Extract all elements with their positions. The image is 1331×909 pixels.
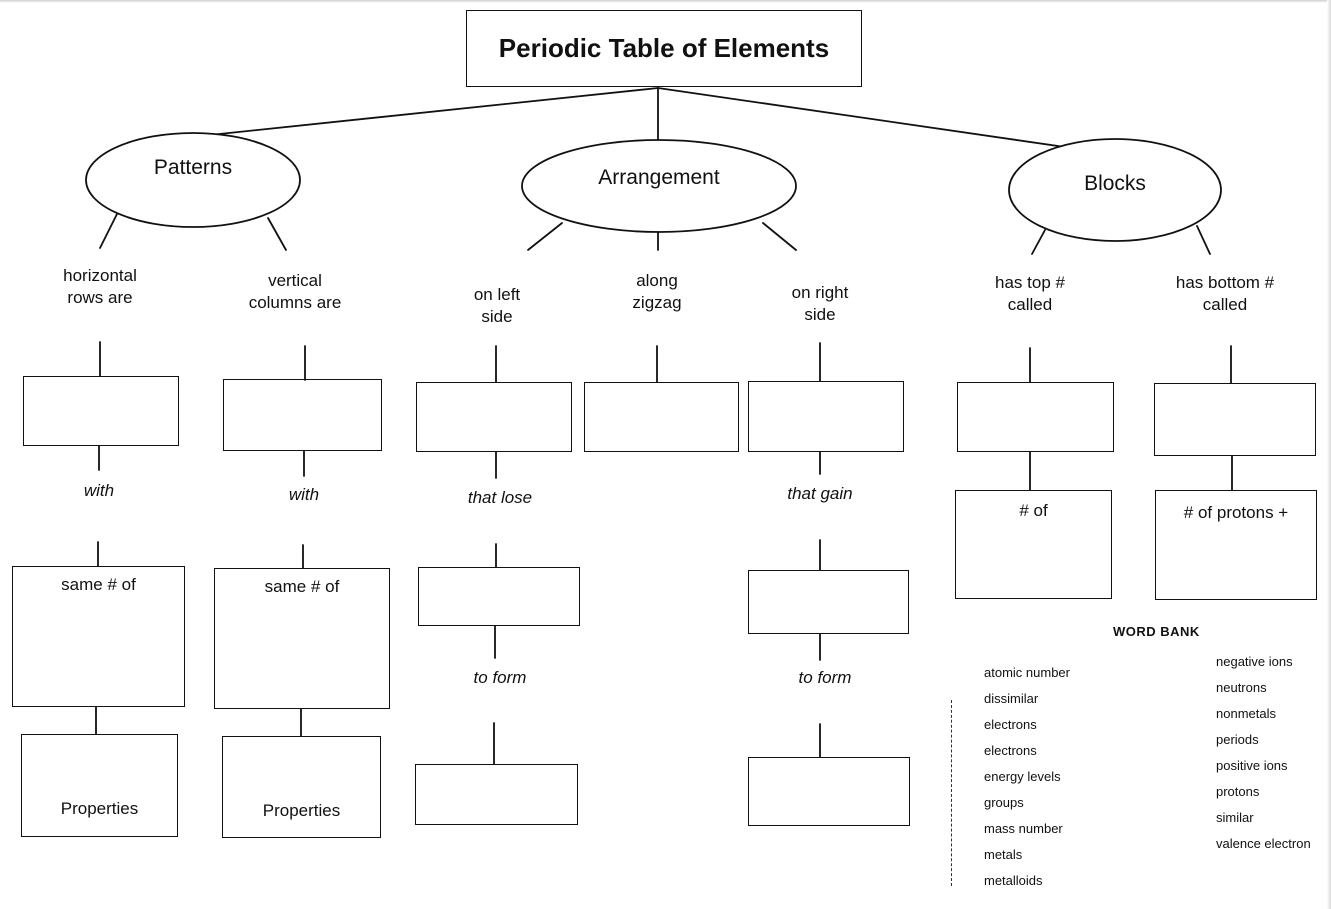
word-bank-term: electrons — [984, 717, 1037, 732]
answer-box-bottom-number[interactable] — [1154, 383, 1316, 456]
answer-box-num-of[interactable]: # of — [955, 490, 1112, 599]
word-bank-term: metals — [984, 847, 1023, 862]
connector-with-2: with — [288, 485, 320, 504]
word-bank-term: protons — [1216, 784, 1260, 799]
word-bank-divider — [951, 700, 952, 886]
branch-patterns: Patterns — [153, 156, 233, 179]
same-num-of-label: same # of — [264, 577, 340, 596]
word-bank-term: positive ions — [1216, 758, 1288, 773]
oval-patterns — [85, 132, 301, 228]
answer-box-left-side[interactable] — [416, 382, 572, 452]
prompt-zigzag: along zigzag — [632, 271, 682, 312]
word-bank-right-column: negative ions neutrons nonmetals periods pos… — [1216, 649, 1311, 857]
word-bank-term: dissimilar — [984, 691, 1039, 706]
properties-label: Properties — [60, 799, 139, 818]
word-bank-title: WORD BANK — [1113, 624, 1200, 639]
word-bank-term: mass number — [984, 821, 1063, 836]
word-bank-term: atomic number — [984, 665, 1070, 680]
word-bank-term: energy levels — [984, 769, 1061, 784]
word-bank-term: similar — [1216, 810, 1254, 825]
oval-blocks — [1008, 138, 1222, 242]
word-bank-term: negative ions — [1216, 654, 1293, 669]
answer-box-rows-name[interactable] — [23, 376, 179, 446]
connector-to-form-2: to form — [798, 668, 852, 687]
answer-box-gain[interactable] — [748, 570, 909, 634]
connector-with-1: with — [83, 481, 115, 500]
prompt-right-side: on right side — [791, 283, 849, 324]
answer-box-lose[interactable] — [418, 567, 580, 626]
num-protons-plus-label: # of protons + — [1183, 503, 1289, 522]
word-bank-term: electrons — [984, 743, 1037, 758]
prompt-left-side: on left side — [473, 285, 521, 326]
same-num-of-label: same # of — [61, 575, 136, 594]
answer-box-protons-plus[interactable]: # of protons + — [1155, 490, 1317, 600]
word-bank-term: nonmetals — [1216, 706, 1276, 721]
answer-box-rows-same-num[interactable]: same # of — [12, 566, 185, 707]
word-bank-term: valence electron — [1216, 836, 1311, 851]
word-bank-left-column: atomic number dissimilar electrons electron… — [984, 660, 1070, 894]
answer-box-right-side[interactable] — [748, 381, 904, 452]
answer-box-columns-name[interactable] — [223, 379, 382, 451]
prompt-vertical-columns: vertical columns are — [248, 271, 342, 312]
prompt-top-number: has top # called — [995, 273, 1065, 314]
answer-box-top-number[interactable] — [957, 382, 1114, 452]
prompt-bottom-number: has bottom # called — [1175, 273, 1275, 314]
connector-to-form-1: to form — [473, 668, 527, 687]
word-bank-term: metalloids — [984, 873, 1043, 888]
answer-box-columns-properties[interactable]: Properties — [222, 736, 381, 838]
page-title: Periodic Table of Elements — [466, 10, 862, 87]
prompt-horizontal-rows: horizontal rows are — [63, 266, 137, 307]
word-bank-term: neutrons — [1216, 680, 1267, 695]
branch-blocks: Blocks — [1084, 172, 1146, 195]
answer-box-rows-properties[interactable]: Properties — [21, 734, 178, 837]
connector-that-lose: that lose — [467, 488, 533, 507]
word-bank-term: periods — [1216, 732, 1259, 747]
branch-arrangement: Arrangement — [598, 166, 720, 189]
word-bank-term: groups — [984, 795, 1024, 810]
properties-label: Properties — [262, 801, 341, 820]
answer-box-zigzag[interactable] — [584, 382, 739, 452]
oval-arrangement — [521, 139, 797, 233]
connector-that-gain: that gain — [787, 484, 853, 503]
num-of-label: # of — [1019, 501, 1048, 520]
answer-box-form-left[interactable] — [415, 764, 578, 825]
answer-box-form-right[interactable] — [748, 757, 910, 826]
answer-box-columns-same-num[interactable]: same # of — [214, 568, 390, 709]
